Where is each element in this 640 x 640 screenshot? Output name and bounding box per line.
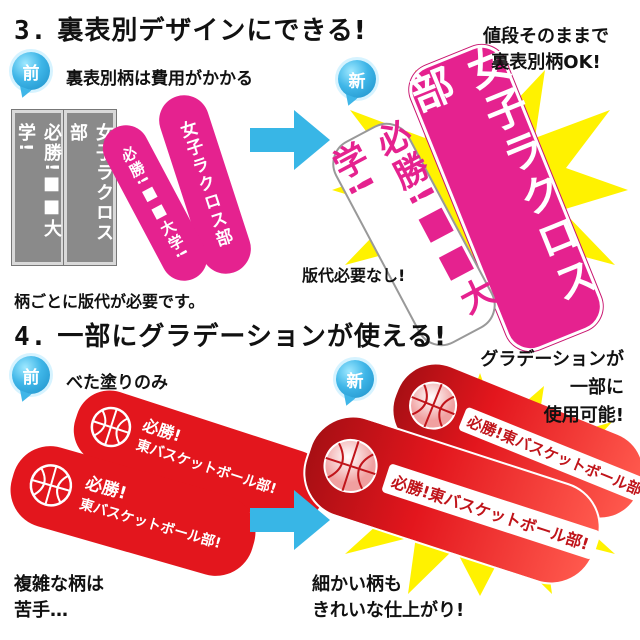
section4-before-badge: 前 — [12, 356, 50, 394]
after-note-line1: 細かい柄も — [312, 574, 402, 595]
section3-heading: 3. 裏表別デザインにできる! — [14, 10, 367, 47]
before-badge-label: 前 — [22, 63, 40, 84]
basketball-icon — [409, 381, 458, 430]
section3-after-note: 版代必要なし! — [302, 266, 406, 285]
red-front-line2: 東バスケットボール部! — [77, 496, 223, 553]
basketball-icon — [90, 406, 132, 448]
section3-after-badge: 新 — [338, 60, 376, 98]
section4-after-callout: グラデーションが 一部に 使用可能! — [468, 346, 624, 430]
grey-card-left: 必勝!■■大学! — [12, 110, 64, 265]
section4-after-note: 細かい柄も きれいな仕上がり! — [312, 572, 464, 624]
grey-card-left-text: 必勝!■■大学! — [15, 123, 62, 240]
basketball-icon — [29, 464, 73, 507]
gradient-stick-top: 必勝!東バスケットボール部! — [381, 352, 640, 530]
before-note-line2: 苦手… — [14, 600, 68, 621]
basketball-icon — [323, 438, 378, 493]
section3-before-note: 柄ごとに版代が必要です。 — [14, 292, 205, 311]
red-stick-front: 必勝! 東バスケットボール部! — [1, 437, 265, 585]
callout4-line-1: グラデーションが — [480, 349, 624, 370]
gradient-stick-bottom: 必勝!東バスケットボール部! — [291, 403, 613, 597]
callout4-line-3: 使用可能! — [543, 405, 624, 426]
section3-title: 裏表別デザインにできる! — [57, 16, 367, 46]
section3-after-callout: 値段そのままで 裏表別柄OK! — [466, 24, 626, 76]
section4-before-note: 複雑な柄は 苦手… — [14, 572, 104, 624]
callout-line-2: 裏表別柄OK! — [491, 52, 601, 73]
section4-heading: 4. 一部にグラデーションが使える! — [14, 316, 447, 353]
section4-arrow-icon — [250, 490, 330, 550]
section4-number: 4. — [14, 322, 48, 352]
section4-before-caption: べた塗りのみ — [66, 373, 168, 393]
after-badge-label-4: 新 — [346, 371, 364, 392]
after-badge-label: 新 — [348, 71, 366, 92]
section4-title: 一部にグラデーションが使える! — [57, 322, 447, 352]
section3-before-caption: 裏表別柄は費用がかかる — [66, 69, 253, 89]
section3-number: 3. — [14, 16, 48, 46]
callout-line-1: 値段そのままで — [483, 26, 609, 47]
callout4-line-2: 一部に — [570, 377, 624, 398]
section3-before-badge: 前 — [12, 52, 50, 90]
before-badge-label-4: 前 — [22, 367, 40, 388]
before-note-line1: 複雑な柄は — [14, 574, 104, 595]
red-stick-back: 必勝! 東バスケットボール部! — [64, 381, 336, 533]
section4-after-badge: 新 — [336, 360, 374, 398]
after-note-line2: きれいな仕上がり! — [312, 600, 465, 621]
section3-arrow-icon — [250, 110, 330, 170]
